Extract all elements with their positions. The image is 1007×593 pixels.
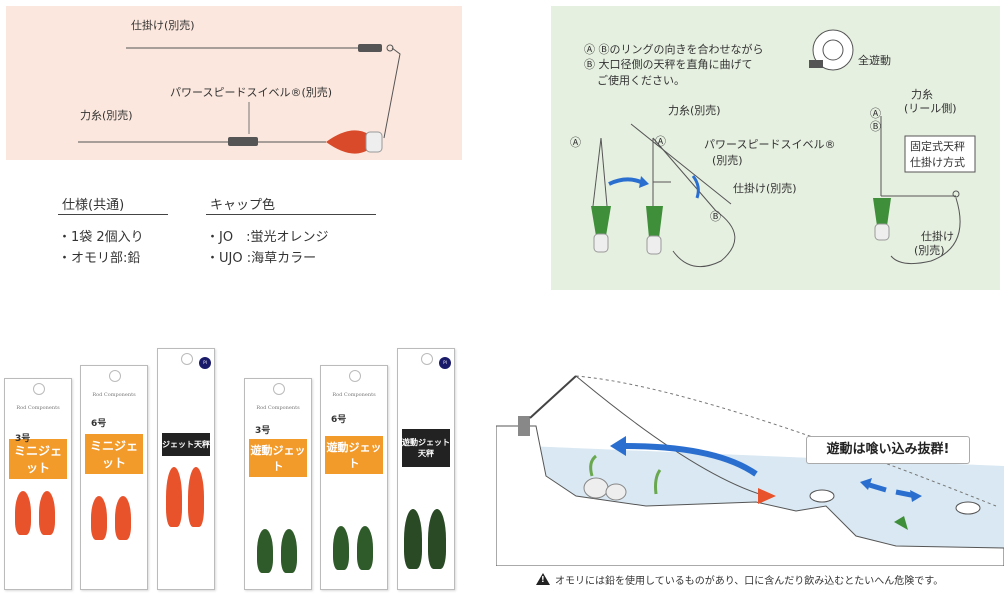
sinker-orange-icon [91, 496, 107, 540]
marker-b-2: Ⓑ [870, 120, 881, 133]
fish-icon-2 [955, 501, 981, 515]
sinker-green-icon [357, 526, 373, 570]
label-rikiito-reel-1: 力糸 [911, 88, 933, 101]
brand-logo-icon: PI [199, 357, 211, 369]
package-yudo-jet-tenbin: PI 遊動ジェット天秤 [397, 348, 455, 590]
package-brand: Rod Components [256, 405, 300, 411]
spec-item-count: ・1袋 2個入り [58, 230, 144, 245]
instruction-line-3: ご使用ください。 [597, 74, 685, 87]
package-size: 6号 [331, 415, 347, 425]
sinker-green-icon [428, 509, 446, 569]
sinker-orange-icon [166, 467, 182, 527]
sinker-green-3 [873, 198, 891, 226]
rig-diagram-svg [78, 44, 401, 154]
brand-logo-icon: PI [439, 357, 451, 369]
package-title: ミニジェット [85, 434, 143, 474]
sinker-orange-icon [39, 491, 55, 535]
rod-icon [529, 375, 577, 419]
package-title: ジェット天秤 [162, 433, 210, 456]
warning-icon [536, 573, 550, 585]
package-size: 6号 [91, 419, 107, 429]
package-mini-jet-6: Rod Components ミニジェット 6号 [80, 365, 148, 590]
sinker-green-icon [281, 529, 297, 573]
sinker-green-2 [646, 206, 663, 238]
label-kotei-2: 仕掛け方式 [910, 156, 965, 169]
spec-item-material: ・オモリ部:鉛 [58, 251, 141, 266]
swivel-top [358, 44, 382, 52]
package-mini-jet-3: Rod Components ミニジェット 3号 [4, 378, 72, 590]
kotei-box [904, 135, 976, 173]
rig-diagram-panel [6, 6, 462, 160]
label-swivel: パワースピードスイベル®(別売) [170, 86, 333, 99]
sinker-green-icon [404, 509, 422, 569]
package-size: 3号 [15, 434, 31, 444]
package-brand: Rod Components [332, 392, 376, 398]
spec-heading-cap: キャップ色 [210, 198, 276, 213]
label-rikiito: 力糸(別売) [80, 109, 133, 122]
label-shikake-2: 仕掛け(別売) [733, 182, 797, 195]
sinker-green-icon [257, 529, 273, 573]
package-size: 3号 [255, 426, 271, 436]
label-rikiito-reel-2: (リール側) [904, 102, 957, 115]
power-swivel [228, 137, 258, 146]
spec-divider-cap [206, 214, 376, 215]
spec-item-ujo: ・UJO :海草カラー [206, 251, 317, 266]
label-kotei-1: 固定式天秤 [910, 140, 965, 153]
package-title: 遊動ジェット天秤 [402, 429, 450, 467]
spec-heading-common: 仕様(共通) [62, 198, 125, 213]
marker-a-1: Ⓐ [570, 136, 581, 149]
warning-row: オモリには鉛を使用しているものがあり、口に含んだり飲み込むとたいへん危険です。 [536, 572, 943, 587]
spec-item-jo: ・JO :蛍光オレンジ [206, 230, 329, 245]
label-shikake: 仕掛け(別売) [131, 19, 195, 32]
package-title: ミニジェット [9, 439, 67, 479]
sinker-green-icon [333, 526, 349, 570]
marker-b-1: Ⓑ [710, 210, 721, 223]
sinker-green-1 [591, 206, 611, 236]
package-title: 遊動ジェット [249, 439, 307, 477]
ring-top [386, 44, 394, 52]
label-zen-yudo: 全遊動 [858, 54, 891, 67]
marker-a-3: Ⓐ [870, 107, 881, 120]
bend-arrow [608, 177, 642, 186]
scene-callout: 遊動は喰い込み抜群! [806, 436, 970, 464]
package-yudo-jet-6: Rod Components 遊動ジェット 6号 [320, 365, 388, 590]
instruction-line-1: Ⓐ Ⓑのリングの向きを合わせながら [584, 43, 764, 56]
package-jet-tenbin: PI ジェット天秤 [157, 348, 215, 590]
marker-a-2: Ⓐ [655, 135, 666, 148]
sinker-orange [326, 130, 378, 154]
instruction-line-2: Ⓑ 大口径側の天秤を直角に曲げて [584, 58, 753, 71]
fish-icon [809, 489, 835, 503]
seabed [496, 425, 1004, 566]
package-brand: Rod Components [16, 405, 60, 411]
retrieve-arrow [625, 443, 758, 477]
sinker-orange-icon [188, 467, 204, 527]
angler-icon [518, 416, 530, 436]
instruction-svg [591, 29, 976, 268]
fishing-scene-svg [496, 375, 1004, 566]
label-shikake-3a: 仕掛け [921, 230, 954, 243]
wire-arm [383, 47, 401, 139]
sinker-orange-scene [758, 488, 776, 504]
package-brand: Rod Components [92, 392, 136, 398]
label-shikake-3b: (別売) [914, 244, 945, 257]
spec-divider-common [58, 214, 168, 215]
label-swivel-2a: パワースピードスイベル® [704, 138, 836, 151]
sinker-orange-icon [15, 491, 31, 535]
sinker-orange-icon [115, 496, 131, 540]
label-swivel-2b: (別売) [712, 154, 743, 167]
warning-text: オモリには鉛を使用しているものがあり、口に含んだり飲み込むとたいへん危険です。 [555, 576, 944, 587]
package-title: 遊動ジェット [325, 436, 383, 474]
package-yudo-jet-3: Rod Components 遊動ジェット 3号 [244, 378, 312, 590]
sinker-green-scene [894, 516, 908, 530]
sinker-cap [365, 131, 383, 153]
label-rikiito-2: 力糸(別売) [668, 104, 721, 117]
